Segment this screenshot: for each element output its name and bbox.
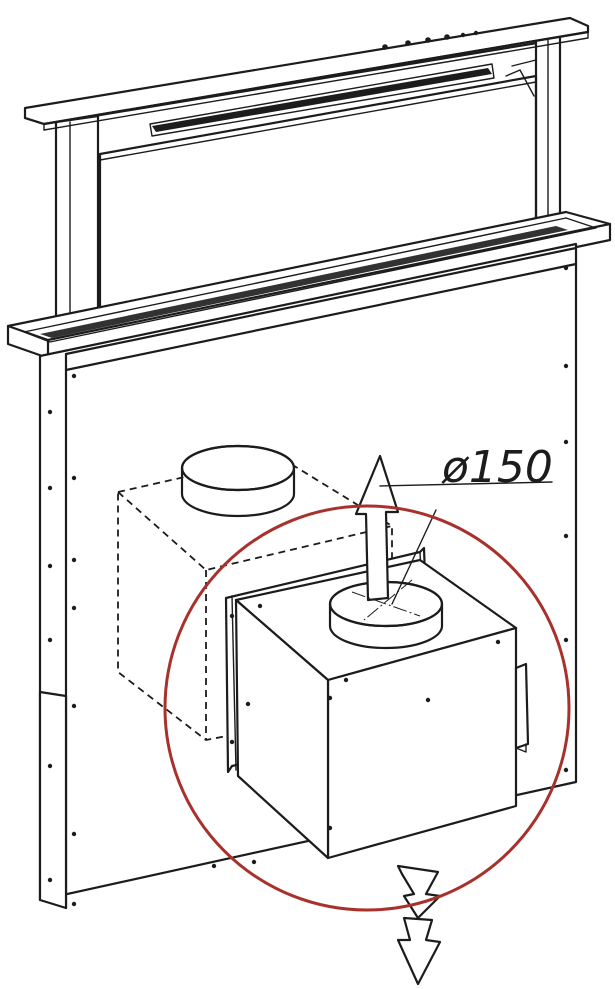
- hood-top-lid: [23, 16, 590, 131]
- alternate-motor-position-dashed: [117, 444, 393, 741]
- control-button-icon: [444, 34, 450, 40]
- airflow-up-arrow-icon: [354, 454, 400, 602]
- highlight-circle: [163, 504, 571, 912]
- control-button-icon: [382, 44, 388, 50]
- airflow-down-arrow-icon: [396, 864, 442, 986]
- worktop-frame: [6, 210, 612, 360]
- duct-diameter-annotation: ø150: [351, 442, 553, 621]
- air-intake-slot: [152, 68, 492, 132]
- control-button-icon: [405, 40, 411, 46]
- control-button-icon: [473, 30, 479, 36]
- motor-unit: [224, 546, 530, 860]
- control-button-icon: [460, 32, 466, 38]
- duct-diameter-label: ø150: [441, 442, 553, 493]
- control-button-icon: [425, 37, 431, 43]
